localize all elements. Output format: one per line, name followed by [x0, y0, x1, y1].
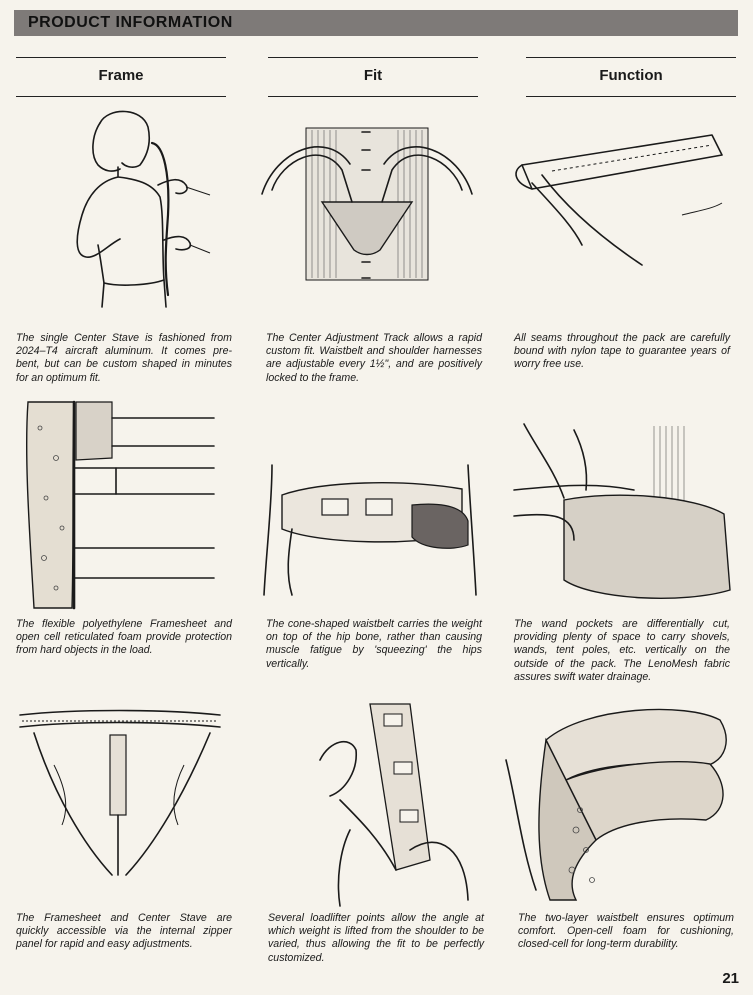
center-stave-illustration	[76, 110, 211, 308]
column-heading-frame: Frame	[16, 57, 226, 97]
caption-loadlifters: Several loadlifter points allow the angl…	[268, 912, 484, 964]
caption-wand-pockets: The wand pockets are differentially cut,…	[514, 618, 730, 683]
column-heading-function: Function	[526, 57, 736, 97]
caption-adjustment-track: The Center Adjustment Track allows a rap…	[266, 332, 482, 384]
caption-two-layer-waistbelt: The two-layer waistbelt ensures optimum …	[518, 912, 734, 951]
page-title: PRODUCT INFORMATION	[28, 14, 233, 31]
caption-framesheet-foam: The flexible polyethylene Framesheet and…	[16, 618, 232, 657]
waistbelt-illustration	[263, 464, 477, 596]
header-bar: PRODUCT INFORMATION	[14, 10, 738, 36]
caption-cone-waistbelt: The cone-shaped waistbelt carries the we…	[266, 618, 482, 670]
caption-zipper-panel: The Framesheet and Center Stave are quic…	[16, 912, 232, 951]
bound-seam-illustration	[515, 134, 723, 266]
wand-pockets-illustration	[513, 423, 731, 599]
framesheet-foam-illustration	[26, 400, 215, 610]
caption-center-stave: The single Center Stave is fashioned fro…	[16, 332, 232, 384]
caption-bound-seams: All seams throughout the pack are carefu…	[514, 332, 730, 371]
two-layer-waistbelt-illustration	[505, 708, 727, 901]
page-number: 21	[722, 970, 739, 987]
loadlifter-illustration	[319, 703, 469, 907]
column-heading-fit: Fit	[268, 57, 478, 97]
zipper-panel-illustration	[19, 709, 221, 876]
adjustment-track-illustration	[261, 127, 473, 281]
